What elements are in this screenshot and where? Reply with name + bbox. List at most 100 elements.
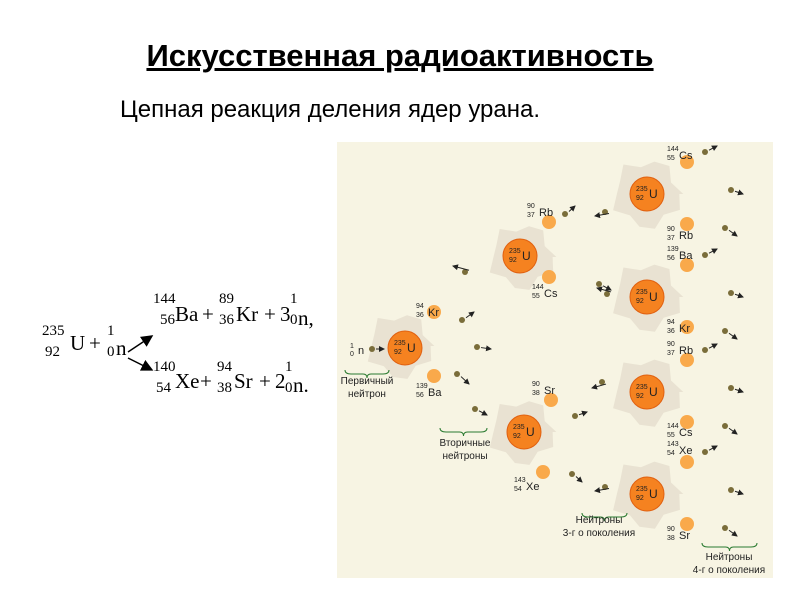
uranium-nucleus — [629, 374, 665, 410]
fission-fragment — [680, 217, 694, 231]
fission-fragment — [427, 305, 441, 319]
nucleus-mass-number: 235 — [509, 248, 521, 255]
fragment-atomic-number: 38 — [667, 535, 675, 542]
branch-arrow-down — [127, 357, 154, 371]
n-charge-number: 0 — [285, 380, 293, 396]
uranium-nucleus — [629, 279, 665, 315]
nucleus-atomic-number: 92 — [394, 349, 402, 356]
page-title: Искусственная радиоактивность — [146, 38, 654, 73]
primary-neutron-label-line2: нейтрон — [348, 389, 386, 400]
fission-fragment — [680, 353, 694, 367]
fission-fragment — [680, 155, 694, 169]
uranium-nucleus — [629, 176, 665, 212]
n-charge-number: 0 — [107, 344, 115, 360]
neutron — [459, 317, 465, 323]
neutron-arrow — [478, 410, 488, 416]
u-atomic-number: 92 — [45, 344, 60, 360]
neutron — [562, 211, 568, 217]
neutron-arrow — [708, 248, 718, 254]
neutron — [728, 290, 734, 296]
fission-fragment — [680, 320, 694, 334]
fragment-mass-number: 90 — [667, 226, 675, 233]
page-subtitle: Цепная реакция деления ядер урана. — [120, 96, 541, 123]
group-brace — [581, 512, 628, 522]
first-neutron-charge-number: 0 — [350, 351, 354, 358]
uranium-nucleus — [506, 414, 542, 450]
fragment-symbol: Ba — [679, 250, 693, 262]
sr-mass-number: 94 — [217, 359, 232, 375]
fourth-gen-label-line1: Нейтроны — [706, 552, 753, 563]
neutron — [722, 225, 728, 231]
group-brace — [344, 369, 390, 379]
nucleus-symbol: U — [526, 425, 535, 439]
sr-symbol: Sr — [234, 369, 253, 393]
fragment-mass-number: 90 — [527, 203, 535, 210]
neutron — [728, 187, 734, 193]
neutron — [599, 379, 605, 385]
secondary-neutrons-label-line2: нейтроны — [442, 451, 487, 462]
xe-symbol: Xe — [175, 369, 200, 393]
nucleus-mass-number: 235 — [394, 340, 406, 347]
fragment-mass-number: 90 — [667, 341, 675, 348]
fragment-symbol: Kr — [428, 307, 439, 319]
nucleus-atomic-number: 92 — [636, 495, 644, 502]
fragment-symbol: Cs — [679, 427, 693, 439]
neutron-arrow — [708, 145, 718, 151]
fission-fragment — [680, 455, 694, 469]
nucleus-atomic-number: 92 — [513, 433, 521, 440]
fragment-symbol: Xe — [526, 481, 539, 493]
fragment-mass-number: 94 — [667, 319, 675, 326]
neutron-arrow — [728, 229, 738, 237]
fission-fragment — [680, 258, 694, 272]
neutron — [702, 449, 708, 455]
fragment-symbol: Rb — [539, 207, 553, 219]
fragment-atomic-number: 55 — [667, 432, 675, 439]
neutron-coefficient: 3 — [280, 302, 291, 326]
neutron — [474, 344, 480, 350]
nucleus-mass-number: 235 — [636, 186, 648, 193]
neutron-arrow — [591, 383, 607, 390]
plus-sign: + — [202, 302, 214, 326]
neutron-arrow — [575, 476, 583, 483]
fragment-atomic-number: 55 — [667, 155, 675, 162]
neutron-coefficient: 2 — [275, 369, 286, 393]
fragment-atomic-number: 36 — [667, 328, 675, 335]
fragment-symbol: Kr — [679, 323, 690, 335]
uranium-nucleus — [387, 330, 423, 366]
plus-sign: + — [264, 302, 276, 326]
neutron-arrow — [452, 264, 470, 271]
third-gen-label-line2: 3-г о поколения — [563, 528, 635, 539]
fragment-symbol: Rb — [679, 230, 693, 242]
fragment-mass-number: 143 — [667, 441, 679, 448]
fragment-symbol: Sr — [544, 385, 555, 397]
xe-mass-number: 140 — [153, 359, 176, 375]
nucleus-atomic-number: 92 — [636, 393, 644, 400]
n-symbol: n. — [293, 373, 309, 397]
neutron-arrow — [734, 489, 744, 496]
fragment-mass-number: 144 — [667, 423, 679, 430]
neutron-arrow — [734, 189, 744, 196]
neutron — [722, 525, 728, 531]
sr-atomic-number: 38 — [217, 380, 232, 396]
fragment-symbol: Xe — [679, 445, 692, 457]
kr-mass-number: 89 — [219, 291, 234, 307]
neutron-arrow — [578, 410, 588, 417]
ba-symbol: Ba — [175, 302, 199, 326]
third-gen-label-line1: Нейтроны — [576, 515, 623, 526]
fragment-mass-number: 139 — [667, 246, 679, 253]
fission-fragment — [544, 393, 558, 407]
fragment-symbol: Sr — [679, 530, 690, 542]
fragment-symbol: Ba — [428, 387, 442, 399]
neutron — [722, 328, 728, 334]
neutron-arrow — [728, 427, 738, 435]
fragment-atomic-number: 37 — [667, 350, 675, 357]
fragment-mass-number: 144 — [667, 146, 679, 153]
nucleus-mass-number: 235 — [513, 424, 525, 431]
fragment-atomic-number: 56 — [416, 392, 424, 399]
n-mass-number: 1 — [107, 323, 115, 339]
primary-neutron-label-line1: Первичный — [341, 376, 394, 387]
fragment-atomic-number: 36 — [416, 312, 424, 319]
